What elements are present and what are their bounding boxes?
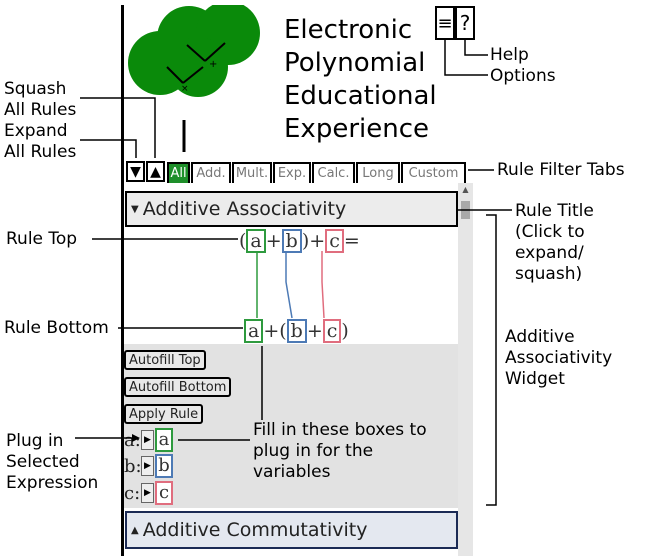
rule-widget-controls [124, 344, 458, 508]
tab-mult[interactable]: Mult. [232, 162, 272, 183]
rule-bottom-open-paren: ( [279, 320, 287, 342]
tab-custom[interactable]: Custom [401, 162, 466, 183]
svg-text:×: × [181, 84, 189, 94]
annotation-squash-line-1: Squash [4, 79, 67, 99]
rule-bottom-var-c: c [322, 319, 342, 343]
app-title-line-2: Polynomial [284, 48, 426, 78]
rule-top-var-c: c [325, 229, 344, 253]
options-icon: ≡ [437, 12, 453, 34]
rule-bottom-plus1: + [263, 320, 280, 342]
annotation-widget-line-1: Additive [505, 327, 575, 347]
tab-all[interactable]: All [167, 162, 190, 183]
rule-bottom-var-b: b [286, 319, 307, 343]
tab-long[interactable]: Long [356, 162, 400, 183]
tab-calc[interactable]: Calc. [312, 162, 355, 183]
play-icon: ▶ [144, 435, 151, 445]
annotation-expand-line-1: Expand [4, 121, 68, 141]
rule-title-additive-associativity[interactable]: ▼ Additive Associativity [125, 191, 458, 227]
rule-collapsed-arrow-icon: ▲ [131, 524, 139, 536]
app-title-line-1: Electronic [284, 15, 413, 45]
annotation-fill-in-line-2: plug in for the [253, 441, 374, 461]
rule-bottom-var-a: a [244, 319, 264, 343]
annotation-plug-in-line-1: Plug in [6, 431, 64, 451]
help-button[interactable]: ? [455, 6, 475, 40]
tab-add[interactable]: Add. [191, 162, 231, 183]
app-title-line-4: Experience [284, 114, 429, 144]
annotation-fill-in-line-3: variables [253, 462, 331, 482]
rule-bottom-close-paren: ) [341, 320, 349, 342]
annotation-options: Options [490, 66, 556, 86]
panel-left-border [121, 5, 124, 556]
rule-title-text: Additive Commutativity [142, 519, 368, 541]
rule-title-additive-commutativity[interactable]: ▲ Additive Commutativity [125, 511, 458, 549]
apply-rule-button[interactable]: Apply Rule [124, 404, 204, 424]
expand-all-button[interactable]: ▼ [126, 161, 145, 182]
rule-top-equals: = [343, 230, 360, 252]
help-icon: ? [459, 11, 471, 35]
annotation-help: Help [490, 45, 529, 65]
annotation-widget-line-2: Associativity [505, 348, 613, 368]
annotation-expand-line-2: All Rules [4, 142, 77, 162]
scrollbar-track[interactable] [458, 183, 473, 556]
annotation-rule-top: Rule Top [6, 229, 78, 249]
rule-bottom-plus2: + [306, 320, 323, 342]
rule-title-text: Additive Associativity [142, 198, 347, 220]
variable-b-input[interactable]: b [155, 454, 173, 478]
options-button[interactable]: ≡ [435, 6, 455, 40]
rule-top-expression: (a+b)+c= [239, 229, 360, 253]
annotation-rule-title-line-2: (Click to [515, 222, 585, 242]
rule-top-var-a: a [246, 229, 266, 253]
squash-all-icon: ▲ [150, 163, 161, 180]
rule-top-plus1: + [265, 230, 282, 252]
annotation-rule-filter-tabs: Rule Filter Tabs [497, 160, 625, 180]
plug-in-b-button[interactable]: ▶ [141, 456, 154, 476]
autofill-bottom-button[interactable]: Autofill Bottom [124, 377, 232, 397]
annotation-widget-line-3: Widget [505, 369, 565, 389]
annotation-plug-in-line-2: Selected [6, 452, 80, 472]
rule-expanded-arrow-icon: ▼ [131, 203, 139, 215]
annotation-rule-title-line-4: squash) [515, 264, 583, 284]
tab-exp[interactable]: Exp. [273, 162, 311, 183]
plug-in-a-button[interactable]: ▶ [141, 430, 154, 450]
rule-top-open-paren: ( [239, 230, 247, 252]
annotation-rule-title-line-1: Rule Title [515, 201, 594, 221]
variable-c-label: c: [124, 483, 141, 504]
plug-in-c-button[interactable]: ▶ [141, 483, 154, 503]
annotation-rule-title-line-3: expand/ [515, 243, 584, 263]
rule-top-close-paren: ) [301, 230, 310, 252]
rule-top-var-b: b [281, 229, 302, 253]
play-icon: ▶ [144, 488, 151, 498]
autofill-top-button[interactable]: Autofill Top [124, 350, 206, 370]
expand-all-icon: ▼ [130, 163, 141, 180]
svg-text:+: + [209, 59, 217, 70]
scrollbar-up-arrow[interactable]: ▲ [462, 185, 469, 194]
annotation-plug-in-line-3: Expression [6, 473, 99, 493]
play-icon: ▶ [144, 461, 151, 471]
rule-top-plus2: + [309, 230, 326, 252]
rule-bottom-expression: a+(b+c) [244, 319, 349, 343]
app-title-line-3: Educational [284, 81, 437, 111]
annotation-rule-bottom: Rule Bottom [4, 318, 109, 338]
variable-c-input[interactable]: c [155, 481, 173, 505]
variable-b-label: b: [124, 456, 142, 477]
variable-a-input[interactable]: a [155, 428, 173, 452]
squash-all-button[interactable]: ▲ [146, 161, 165, 182]
annotation-squash-line-2: All Rules [4, 100, 77, 120]
app-logo: + × [128, 5, 260, 97]
annotation-fill-in-line-1: Fill in these boxes to [253, 420, 427, 440]
